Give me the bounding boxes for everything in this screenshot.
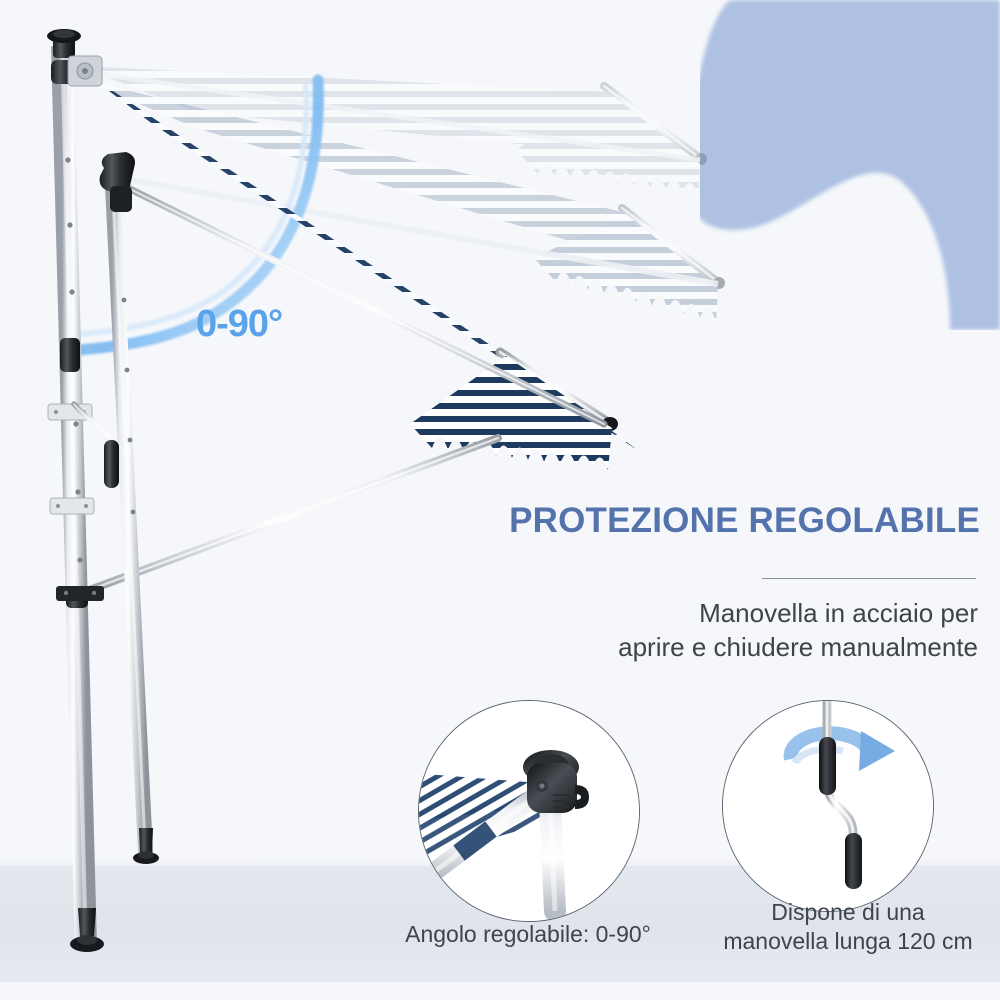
awning-head-bracket xyxy=(67,55,103,87)
awning-main-extended xyxy=(76,66,640,470)
divider-line xyxy=(762,578,976,579)
inset-crank-caption-line-1: Dispone di una xyxy=(771,899,925,925)
valance-scallops xyxy=(410,356,612,470)
crank-handle-detail-icon xyxy=(723,701,933,911)
angle-range-badge: 0-90° xyxy=(196,303,283,345)
subtitle-line-2: aprire e chiudere manualmente xyxy=(618,632,978,663)
inset-crank-caption-line-2: manovella lunga 120 cm xyxy=(723,928,973,955)
inset-angle-caption: Angolo regolabile: 0-90° xyxy=(405,921,651,947)
subtitle-text: Manovella in acciaio per aprire e chiude… xyxy=(440,596,978,665)
post-rear xyxy=(99,152,159,864)
awning-joint-detail-icon xyxy=(419,701,639,921)
post-main xyxy=(47,29,104,952)
page-title: PROTEZIONE REGOLABILE xyxy=(509,501,980,540)
crank-handle-on-post xyxy=(71,401,119,488)
inset-crank-caption: Dispone di una manovella lunga 120 cm xyxy=(700,898,996,957)
awning-ghost-middle xyxy=(78,78,725,322)
subtitle-line-1: Manovella in acciaio per xyxy=(699,598,978,628)
inset-angle-detail xyxy=(418,700,640,922)
frame-lower-brace xyxy=(64,434,502,602)
inset-crank-detail xyxy=(722,700,934,912)
rotation-arc-indicator xyxy=(72,74,324,356)
awning-ghost-upper xyxy=(78,66,707,196)
